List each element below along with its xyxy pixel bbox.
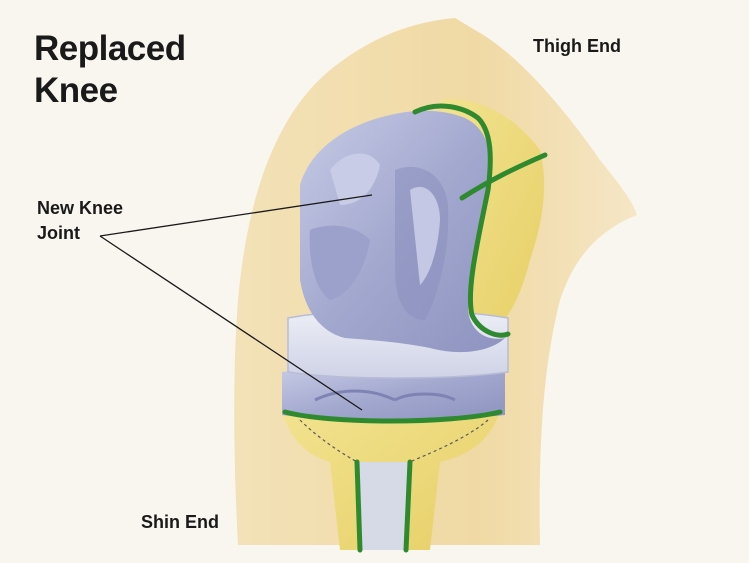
joint-label-line-1: New Knee: [37, 196, 123, 221]
shin-end-label: Shin End: [141, 512, 219, 533]
new-knee-joint-label: New Knee Joint: [37, 196, 123, 246]
title-line-1: Replaced: [34, 28, 186, 70]
joint-label-line-2: Joint: [37, 221, 123, 246]
stem-cement-left: [357, 462, 360, 550]
tibial-stem: [356, 462, 410, 550]
thigh-end-label: Thigh End: [533, 36, 621, 57]
title-line-2: Knee: [34, 70, 186, 112]
diagram-title: Replaced Knee: [34, 28, 186, 112]
